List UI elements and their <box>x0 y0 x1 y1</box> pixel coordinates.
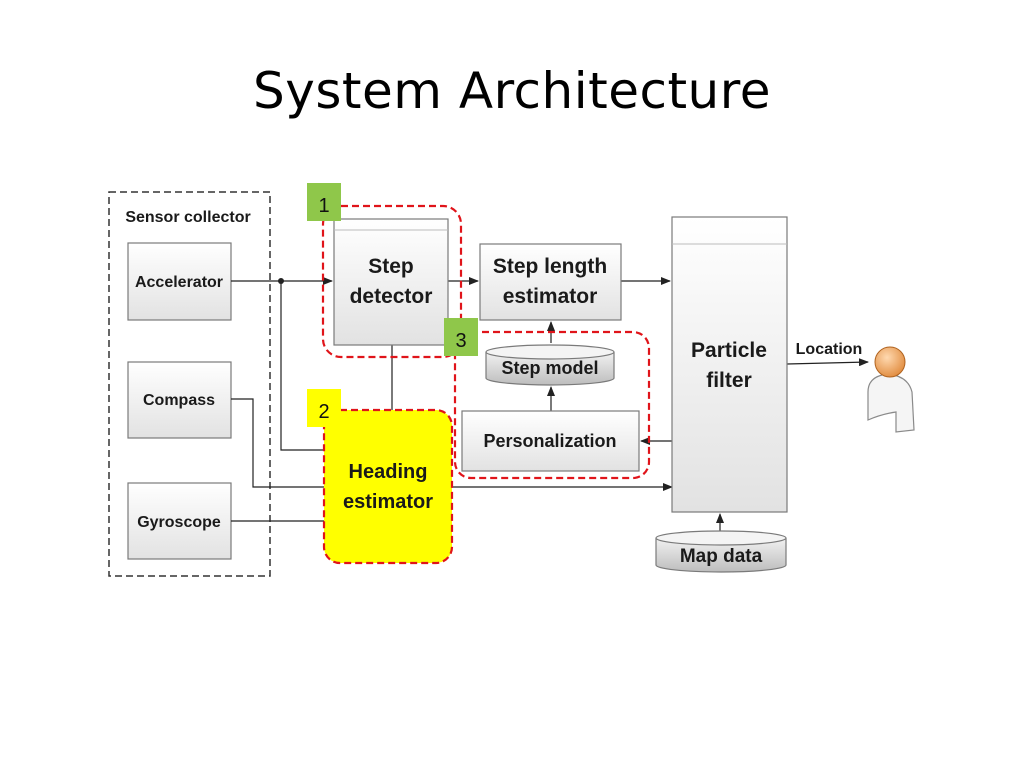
badge-3: 3 <box>444 318 478 356</box>
accelerator-label: Accelerator <box>135 274 223 291</box>
particle-filter-label-line1: Particle <box>691 339 767 362</box>
step-detector-label-line1: Step <box>368 255 414 278</box>
highlight-region-1 <box>321 204 463 359</box>
badge-2-label: 2 <box>318 401 329 423</box>
heading-estimator-label-line1: Heading <box>349 461 428 483</box>
heading-estimator-label-line2: estimator <box>343 491 433 513</box>
accelerator-box: Accelerator <box>127 242 232 321</box>
location-label: Location <box>796 341 863 358</box>
step-length-label-line1: Step length <box>493 255 607 278</box>
slide-title: System Architecture <box>253 62 771 120</box>
sensor-collector-group: Sensor collector <box>108 191 271 577</box>
badge-2: 2 <box>307 389 341 427</box>
map-data-label: Map data <box>680 546 763 567</box>
compass-label: Compass <box>143 392 215 409</box>
map-data-cylinder: Map data <box>655 530 787 573</box>
personalization-box: Personalization <box>461 410 640 472</box>
connector-lines <box>231 277 869 532</box>
gyroscope-label: Gyroscope <box>137 514 221 531</box>
step-model-label: Step model <box>501 358 598 378</box>
step-detector-label-line2: detector <box>350 285 433 308</box>
personalization-label: Personalization <box>483 431 616 451</box>
badge-1: 1 <box>307 183 341 221</box>
sensor-collector-label: Sensor collector <box>125 209 250 226</box>
compass-box: Compass <box>127 361 232 439</box>
particle-filter-label-line2: filter <box>706 369 752 392</box>
step-length-estimator-box: Step length estimator <box>479 243 622 321</box>
particle-filter-box: Particle filter <box>671 216 788 513</box>
badge-1-label: 1 <box>318 195 329 217</box>
badge-3-label: 3 <box>455 330 466 352</box>
user-icon <box>867 346 915 433</box>
heading-estimator-box: Heading estimator <box>322 408 454 565</box>
gyroscope-box: Gyroscope <box>127 482 232 560</box>
highlight-region-3 <box>453 330 651 480</box>
step-length-label-line2: estimator <box>503 285 598 308</box>
step-detector-box: Step detector <box>333 218 449 346</box>
step-model-cylinder: Step model <box>485 344 615 386</box>
